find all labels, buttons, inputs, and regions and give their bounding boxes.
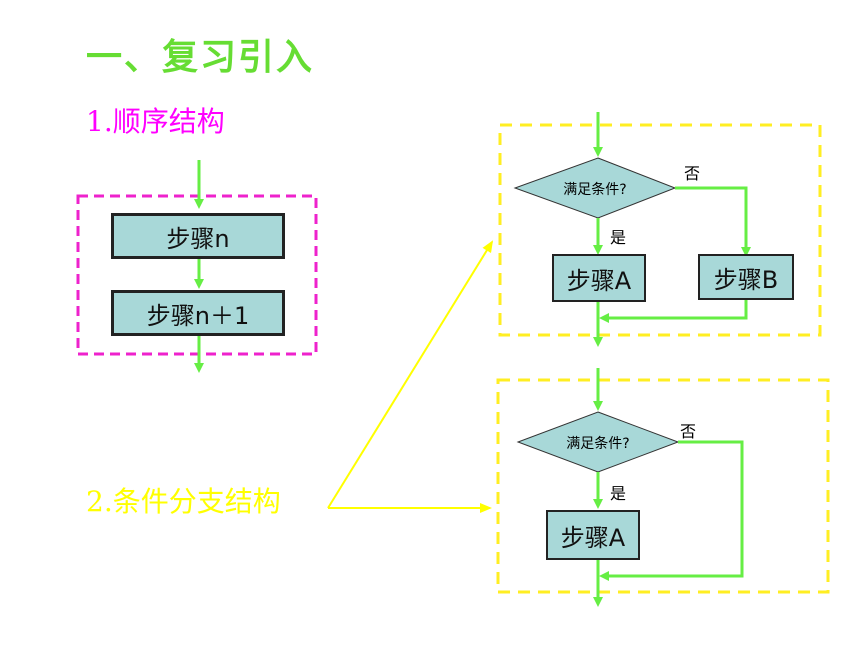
flow1-step-b-label: 步骤B	[713, 265, 779, 294]
flow2-step-a: 步骤A	[546, 510, 640, 560]
flow1-yes-label: 是	[610, 228, 627, 247]
sequential-step-n: 步骤n	[111, 213, 285, 259]
flow1-no-arrow	[675, 186, 751, 257]
sequential-frame	[76, 194, 318, 356]
flow1-step-b: 步骤B	[698, 254, 794, 300]
flow2-no-label: 否	[680, 422, 697, 441]
pointer-line-upper	[327, 240, 494, 509]
conditional-frame-2	[496, 378, 830, 594]
sequential-step-n-plus-1: 步骤n＋1	[111, 290, 285, 336]
sequential-step-n-plus-1-label: 步骤n＋1	[146, 301, 250, 330]
page-title: 一、复习引入	[86, 37, 315, 78]
flow1-condition-label: 满足条件?	[563, 182, 627, 198]
flow2-condition-label: 满足条件?	[566, 436, 630, 452]
flow2-no-branch	[599, 440, 744, 581]
sequential-structure-label: 1.顺序结构	[86, 105, 225, 138]
flow2-yes-label: 是	[610, 484, 627, 503]
flow1-merge-arrow	[599, 300, 748, 323]
flow1-step-a-label: 步骤A	[566, 266, 632, 295]
conditional-frame-1	[498, 123, 822, 337]
conditional-structure-label: 2.条件分支结构	[86, 485, 281, 518]
flow1-no-label: 否	[684, 164, 701, 183]
flow1-step-a: 步骤A	[552, 254, 646, 302]
flow2-step-a-label: 步骤A	[560, 523, 626, 552]
sequential-step-n-label: 步骤n	[166, 224, 230, 253]
